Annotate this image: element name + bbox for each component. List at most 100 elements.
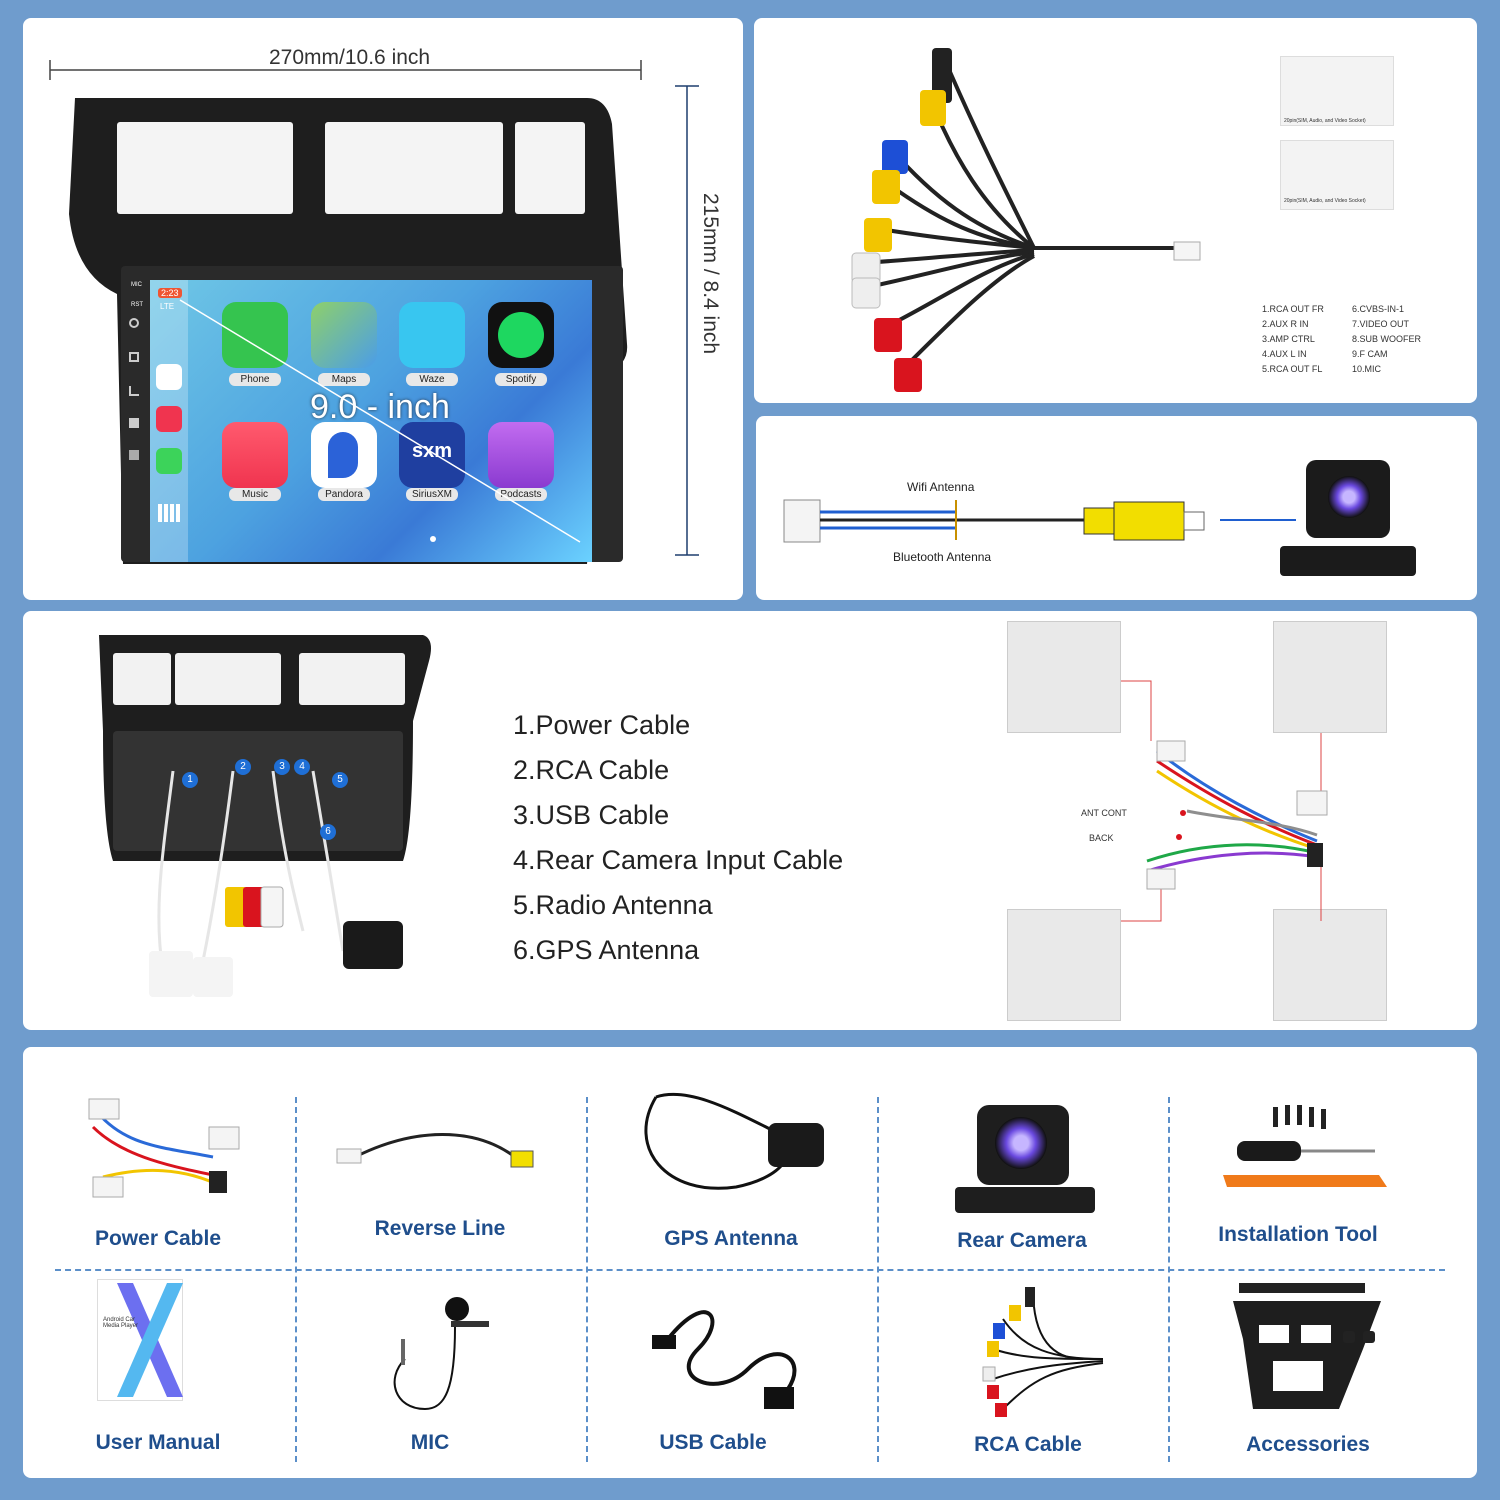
item-label: Reverse Line (374, 1217, 506, 1240)
badge-3: 3 (274, 759, 290, 775)
badge-4: 4 (294, 759, 310, 775)
screen-size-label: 9.0 - inch (310, 388, 450, 426)
cable-list-item: 1.Power Cable (513, 710, 691, 740)
item-power-cable: Power Cable (23, 1087, 303, 1267)
connector-caption-top: 20pin(SIM, Audio, and Video Socket) (1284, 118, 1366, 124)
volume-down-icon[interactable] (129, 450, 139, 460)
antenna-cable-diagram (783, 499, 1296, 543)
badge-2: 2 (235, 759, 251, 775)
screen-diagonal-line (179, 299, 581, 543)
waze-app-label: Waze (406, 373, 458, 386)
siriusxm-app-icon[interactable] (399, 422, 465, 488)
pandora-app-label: Pandora (318, 488, 370, 501)
apple-maps-dock-icon[interactable] (156, 364, 182, 390)
cable-list-item: 2.RCA Cable (513, 755, 670, 785)
connector-photo-bottom-left (1007, 909, 1121, 1021)
manual-x-logo-icon (117, 1283, 183, 1397)
waze-app-icon[interactable] (399, 302, 465, 368)
width-dimension-label: 270mm/10.6 inch (269, 46, 431, 69)
installation-tool-image (1223, 1105, 1387, 1187)
rca-harness-panel: 20pin(SIM, Audio, and Video Socket) 20pi… (754, 18, 1477, 403)
messages-dock-icon[interactable] (156, 448, 182, 474)
siriusxm-app-label: SiriusXM (406, 488, 458, 501)
package-contents-panel: Power Cable Reverse Line GPS Antenna Rea… (23, 1047, 1477, 1478)
item-label: RCA Cable (974, 1433, 1082, 1456)
gps-antenna-image (644, 1092, 824, 1190)
usb-cable-image (652, 1310, 797, 1409)
legend-entry: 1.RCA OUT FR (1262, 304, 1324, 314)
ant-cont-label: ANT CONT (1081, 808, 1127, 818)
item-reverse-line: Reverse Line (295, 1087, 585, 1267)
mic-image (393, 1297, 489, 1411)
music-dock-icon[interactable] (156, 406, 182, 432)
row-divider (55, 1269, 1445, 1271)
item-accessories: Accessories (1163, 1279, 1453, 1469)
antenna-camera-panel: Wifi Antenna Bluetooth Antenna (756, 416, 1477, 600)
item-rear-camera: Rear Camera (877, 1087, 1167, 1267)
manual-cover-text: Android Car Media Player (103, 1317, 139, 1329)
power-cable-image (88, 1098, 240, 1198)
camera-lens-icon (1328, 476, 1370, 518)
item-label: GPS Antenna (664, 1227, 798, 1250)
app-grid-icon[interactable] (158, 504, 182, 522)
bluetooth-antenna-label: Bluetooth Antenna (893, 550, 992, 564)
mic-button-label: MIC (131, 282, 142, 288)
camera-lens-icon (995, 1117, 1047, 1169)
music-app-label: Music (229, 488, 281, 501)
rca-cable-image (982, 1287, 1104, 1417)
back-label: BACK (1089, 833, 1114, 843)
back-icon[interactable] (129, 386, 139, 396)
item-label: Accessories (1246, 1433, 1370, 1456)
unit-rear-image (99, 635, 431, 997)
maps-app-label: Maps (318, 373, 370, 386)
music-app-icon[interactable] (222, 422, 288, 488)
connector-photo-bottom-right (1273, 909, 1387, 1021)
spotify-app-label: Spotify (495, 373, 547, 386)
item-rca-cable: RCA Cable (883, 1279, 1173, 1469)
harness-pin-legend: 1.RCA OUT FR 6.CVBS-IN-1 2.AUX R IN 7.VI… (1262, 304, 1442, 374)
connector-caption-bottom: 20pin(SIM, Audio, and Video Socket) (1284, 198, 1366, 204)
cable-list-item: 4.Rear Camera Input Cable (513, 845, 844, 875)
power-icon[interactable] (129, 318, 139, 328)
column-divider (877, 1097, 879, 1462)
rst-button-label: RST (131, 302, 143, 308)
podcasts-app-icon[interactable] (488, 422, 554, 488)
legend-entry: 2.AUX R IN (1262, 319, 1309, 329)
accessories-image (1233, 1283, 1381, 1409)
item-gps-antenna: GPS Antenna (586, 1067, 876, 1267)
display-dimensions-panel: 270mm/10.6 inch 215mm / 8.4 inch 2:23 LT… (23, 18, 743, 600)
spotify-logo-icon (498, 312, 544, 358)
item-label: User Manual (95, 1431, 221, 1454)
badge-1: 1 (182, 772, 198, 788)
column-divider (586, 1097, 588, 1462)
maps-app-icon[interactable] (311, 302, 377, 368)
legend-entry: 8.SUB WOOFER (1352, 334, 1422, 344)
reverse-line-image (336, 1133, 534, 1168)
rear-wiring-panel: 1 2 3 4 5 6 1.Power Cable 2.RCA Cable 3.… (23, 611, 1477, 1030)
item-label: Rear Camera (957, 1229, 1087, 1252)
phone-app-icon[interactable] (222, 302, 288, 368)
home-icon[interactable] (129, 352, 139, 362)
dimension-lines (49, 60, 699, 556)
column-divider (295, 1097, 297, 1462)
status-signal: LTE (160, 302, 175, 311)
item-label: Installation Tool (1218, 1223, 1378, 1246)
item-label: MIC (410, 1431, 450, 1454)
column-divider (1168, 1097, 1170, 1462)
item-label: Power Cable (94, 1227, 222, 1250)
legend-entry: 6.CVBS-IN-1 (1352, 304, 1405, 314)
legend-entry: 7.VIDEO OUT (1352, 319, 1410, 329)
sxm-logo-text: sxm (411, 440, 453, 462)
cable-list-item: 3.USB Cable (513, 800, 670, 830)
wifi-antenna-label: Wifi Antenna (907, 480, 975, 494)
page-indicator-dot (430, 536, 436, 542)
cable-list-item: 5.Radio Antenna (513, 890, 713, 920)
volume-up-icon[interactable] (129, 418, 139, 428)
legend-entry: 10.MIC (1352, 364, 1382, 374)
touchscreen[interactable]: 2:23 LTE Phone Maps Waze Spotify Music P… (150, 280, 592, 562)
cable-list: 1.Power Cable 2.RCA Cable 3.USB Cable 4.… (513, 703, 843, 973)
legend-entry: 3.AMP CTRL (1262, 334, 1315, 344)
connector-photo-top-left (1007, 621, 1121, 733)
legend-entry: 4.AUX L IN (1262, 349, 1307, 359)
camera-mount-bracket (1280, 546, 1416, 576)
